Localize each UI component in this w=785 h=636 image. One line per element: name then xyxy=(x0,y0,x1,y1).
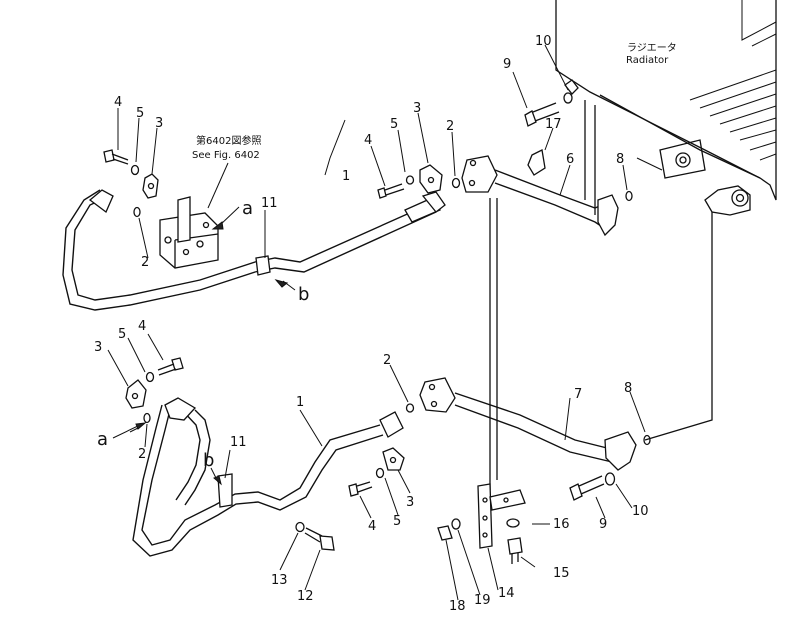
fig-note-en: See Fig. 6402 xyxy=(192,150,260,161)
callouts: 4 5 3 2 a 11 b 1 4 5 3 2 10 9 17 6 8 3 5… xyxy=(94,34,649,614)
callout-17: 17 xyxy=(545,117,562,132)
callout-8-upper: 8 xyxy=(616,152,624,167)
callout-11-lower: 11 xyxy=(230,435,247,450)
arrow-a-lower xyxy=(135,422,147,430)
callout-2-lower-mid: 2 xyxy=(383,353,391,368)
callout-3-upper-mid: 3 xyxy=(413,101,421,116)
callout-5-lower-mid: 5 xyxy=(393,514,401,529)
callout-b-upper: b xyxy=(298,284,309,305)
callout-10-upper: 10 xyxy=(535,34,552,49)
arrow-a-upper xyxy=(211,221,224,230)
callout-19: 19 xyxy=(474,593,491,608)
callout-6: 6 xyxy=(566,152,574,167)
callout-4-upper-left: 4 xyxy=(114,95,122,110)
fig-note-leader xyxy=(207,162,229,209)
callout-b-lower: b xyxy=(203,450,214,471)
callout-11-upper: 11 xyxy=(261,196,278,211)
callout-18: 18 xyxy=(449,599,466,614)
callout-a-lower: a xyxy=(97,429,108,450)
arrow-b-upper xyxy=(274,279,289,288)
callout-3-lower-left: 3 xyxy=(94,340,102,355)
callout-5-upper-mid: 5 xyxy=(390,117,398,132)
callout-4-lower-mid: 4 xyxy=(368,519,376,534)
upper-pipe-assembly xyxy=(62,92,633,311)
radiator-label-en: Radiator xyxy=(626,55,669,66)
callout-4-lower-left: 4 xyxy=(138,319,146,334)
callout-9-lower: 9 xyxy=(599,517,607,532)
callout-1-lower: 1 xyxy=(296,395,304,410)
callout-3-upper-left: 3 xyxy=(155,116,163,131)
callout-5-lower-left: 5 xyxy=(118,327,126,342)
callout-8-lower: 8 xyxy=(624,381,632,396)
arrow-b-lower xyxy=(213,475,222,486)
callout-9-upper: 9 xyxy=(503,57,511,72)
callout-2-upper-left: 2 xyxy=(141,255,149,270)
fig-note-jp: 第6402図参照 xyxy=(196,134,261,147)
callout-3-lower-mid: 3 xyxy=(406,495,414,510)
callout-2-upper-mid: 2 xyxy=(446,119,454,134)
callout-13: 13 xyxy=(271,573,288,588)
callout-4-upper-mid: 4 xyxy=(364,133,372,148)
radiator: ラジエータ Radiator xyxy=(555,0,777,441)
callout-10-lower: 10 xyxy=(632,504,649,519)
leader-lines xyxy=(107,44,663,601)
callout-12: 12 xyxy=(297,589,314,604)
callout-a-upper: a xyxy=(242,198,253,219)
radiator-label-jp: ラジエータ xyxy=(627,42,677,54)
lower-pipe-assembly xyxy=(125,198,651,564)
callout-7: 7 xyxy=(574,387,582,402)
callout-5-upper-left: 5 xyxy=(136,106,144,121)
callout-16: 16 xyxy=(553,517,570,532)
callout-14: 14 xyxy=(498,586,515,601)
callout-15: 15 xyxy=(553,566,570,581)
callout-2-lower-left: 2 xyxy=(138,447,146,462)
callout-1-upper: 1 xyxy=(342,169,350,184)
